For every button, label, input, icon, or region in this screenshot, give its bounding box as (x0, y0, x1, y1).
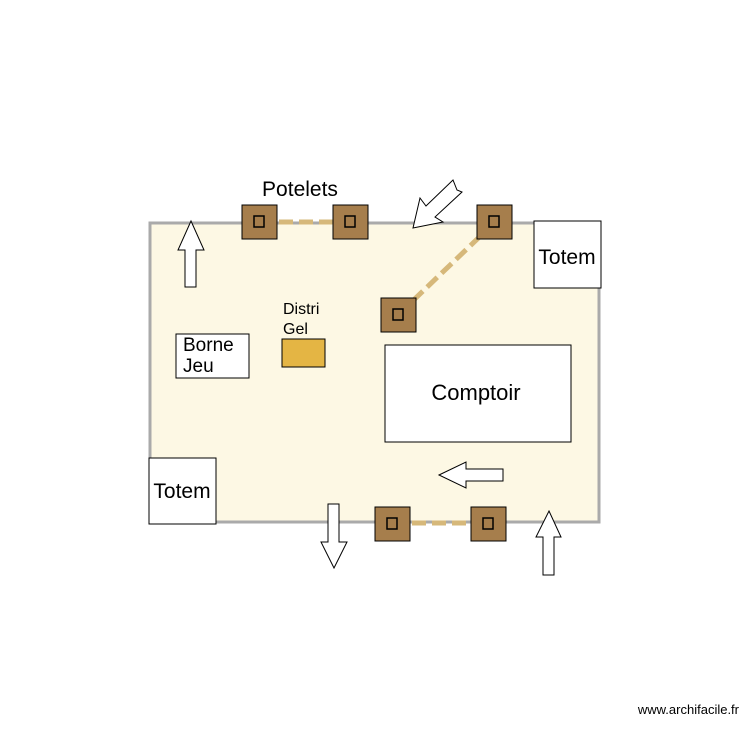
bollard-icon (470, 506, 507, 542)
totem-right (533, 220, 602, 289)
distri-label-line2: Gel (283, 321, 308, 338)
potelets-label: Potelets (262, 178, 338, 201)
bollard-icon (332, 204, 369, 240)
bollard-icon (374, 506, 411, 542)
borne-label-line2: Jeu (183, 356, 214, 377)
arrow-up-right-icon (535, 509, 562, 576)
bollard-icon (380, 297, 417, 333)
arrow-up-left-icon (177, 219, 205, 288)
bollard-icon (476, 204, 513, 240)
distri-gel (281, 338, 326, 368)
arrow-left-icon (437, 461, 504, 489)
arrow-diagonal-icon (412, 179, 463, 229)
arrow-down-icon (320, 503, 348, 570)
totem-right-label: Totem (538, 246, 595, 269)
borne-jeu (175, 333, 250, 379)
totem-left-label: Totem (153, 480, 210, 503)
comptoir (384, 344, 572, 443)
comptoir-label: Comptoir (431, 380, 520, 405)
distri-label-line1: Distri (283, 301, 319, 318)
totem-left (148, 457, 217, 525)
bollard-icon (241, 204, 278, 240)
borne-label-line1: Borne (183, 335, 234, 356)
watermark: www.archifacile.fr (637, 702, 740, 717)
